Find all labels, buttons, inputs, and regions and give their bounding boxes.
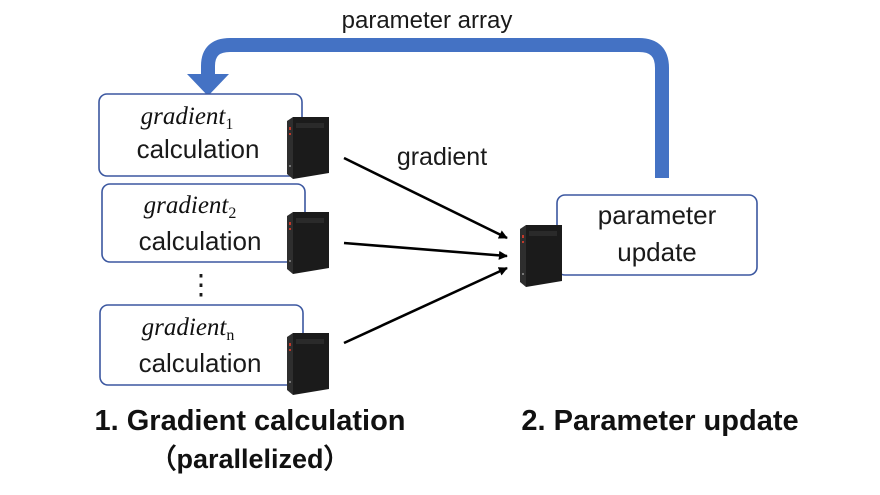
gradient-arrow-2 bbox=[343, 241, 508, 260]
worker-n: gradientn calculation bbox=[99, 304, 329, 395]
caption-gradient-calculation: 1. Gradient calculation bbox=[94, 405, 405, 437]
worker-1-gradient-symbol: gradient1 bbox=[141, 103, 234, 133]
caption-parallelized: （parallelized） bbox=[149, 444, 350, 474]
worker-2-label: calculation bbox=[139, 226, 262, 256]
pc-tower-icon bbox=[287, 212, 329, 274]
pc-tower-icon bbox=[520, 225, 562, 287]
parameter-server-line1: parameter bbox=[598, 200, 717, 230]
caption-parameter-update: 2. Parameter update bbox=[521, 405, 798, 437]
worker-2: gradient2 calculation bbox=[101, 183, 329, 274]
worker-1: gradient1 calculation bbox=[98, 93, 329, 179]
gradient-edge-label: gradient bbox=[397, 143, 487, 171]
worker-n-gradient-symbol: gradientn bbox=[142, 314, 235, 344]
feedback-label: parameter array bbox=[342, 7, 513, 34]
worker-ellipsis: ⋮ bbox=[187, 269, 215, 300]
feedback-arrow bbox=[187, 38, 669, 178]
gradient-arrow-n bbox=[343, 266, 508, 345]
parameter-server-line2: update bbox=[617, 237, 697, 267]
worker-n-label: calculation bbox=[139, 348, 262, 378]
gradient-arrow-1 bbox=[343, 156, 508, 240]
pc-tower-icon bbox=[287, 333, 329, 395]
worker-2-gradient-symbol: gradient2 bbox=[144, 192, 237, 222]
pc-tower-icon bbox=[287, 117, 329, 179]
worker-1-label: calculation bbox=[137, 134, 260, 164]
parameter-server: parameter update bbox=[520, 194, 758, 287]
